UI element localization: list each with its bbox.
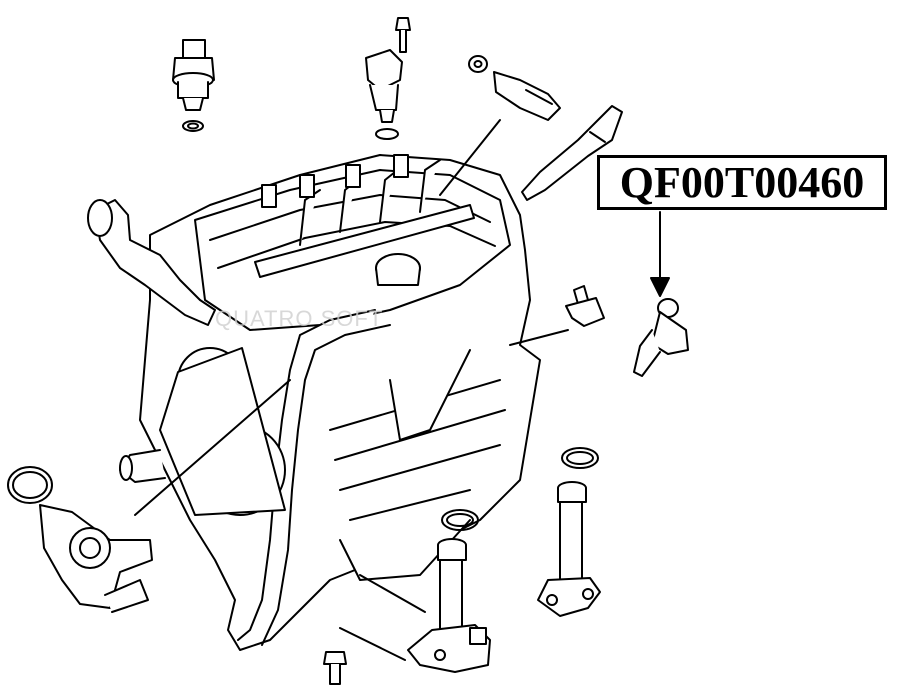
bolt (323, 651, 347, 685)
oil-pressure-switch (172, 39, 215, 132)
highlighted-sensor (633, 298, 689, 377)
camshaft-position-sensor (365, 17, 411, 140)
leader-lines (134, 119, 661, 661)
arrow-icon (650, 277, 670, 297)
seal-ring-rear (561, 447, 599, 469)
part-number-text: QF00T00460 (619, 158, 865, 207)
crankshaft-sensor-right (565, 285, 605, 327)
watermark-text: QUATRO SOFT (215, 306, 384, 331)
glow-plug (521, 105, 623, 201)
crankshaft-sensor-left (7, 466, 153, 613)
oil-level-sensor-rear (537, 481, 601, 617)
coolant-temperature-sensor (468, 55, 561, 121)
engine-block (87, 154, 541, 651)
seal-ring-front (441, 509, 479, 531)
oil-level-sensor-front (407, 538, 491, 673)
part-number-label: QF00T00460 (597, 155, 887, 210)
